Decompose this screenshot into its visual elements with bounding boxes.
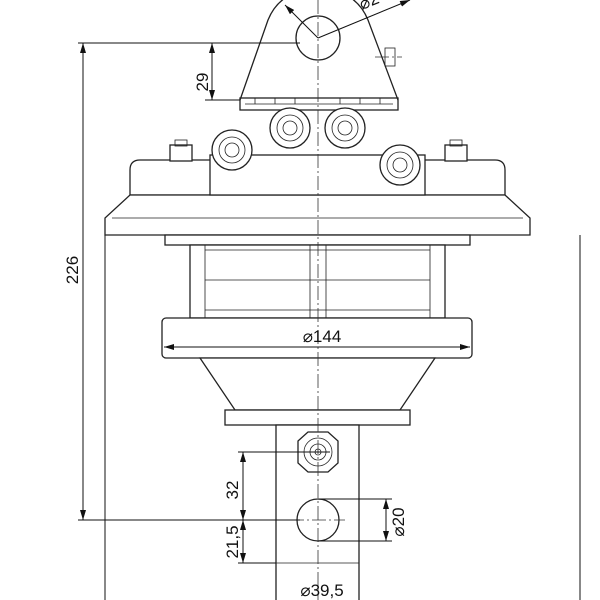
dimension-29: 29 [193, 42, 300, 101]
lug-bolt [375, 47, 402, 67]
dimension-20: ⌀20 [318, 498, 408, 542]
dimension-226: 226 [63, 42, 300, 521]
svg-text:226: 226 [63, 256, 82, 284]
upper-housing [104, 154, 531, 246]
bolt-right [444, 139, 468, 162]
dimension-21-5: 21,5 [223, 520, 276, 564]
svg-text:29: 29 [193, 73, 212, 92]
fitting-4 [379, 144, 421, 186]
fitting-1 [211, 129, 253, 171]
port-block-flange [239, 97, 399, 111]
svg-text:⌀144: ⌀144 [303, 327, 342, 346]
top-hole-diameter-label: ⌀2 [356, 0, 381, 14]
shaft [275, 424, 360, 600]
dimension-144: ⌀144 [164, 327, 470, 350]
svg-text:32: 32 [223, 481, 242, 500]
hydraulic-fittings [169, 107, 468, 186]
top-lug: ⌀2 [239, 0, 411, 111]
dimension-32: 32 [223, 451, 330, 520]
top-hole [295, 15, 341, 61]
fitting-3 [324, 107, 366, 149]
svg-text:⌀39,5: ⌀39,5 [300, 581, 343, 600]
dimension-39-5: ⌀39,5 [300, 581, 343, 600]
fitting-2 [269, 107, 311, 149]
svg-text:⌀20: ⌀20 [389, 507, 408, 536]
bolt-left [169, 139, 193, 162]
svg-text:21,5: 21,5 [223, 525, 242, 558]
